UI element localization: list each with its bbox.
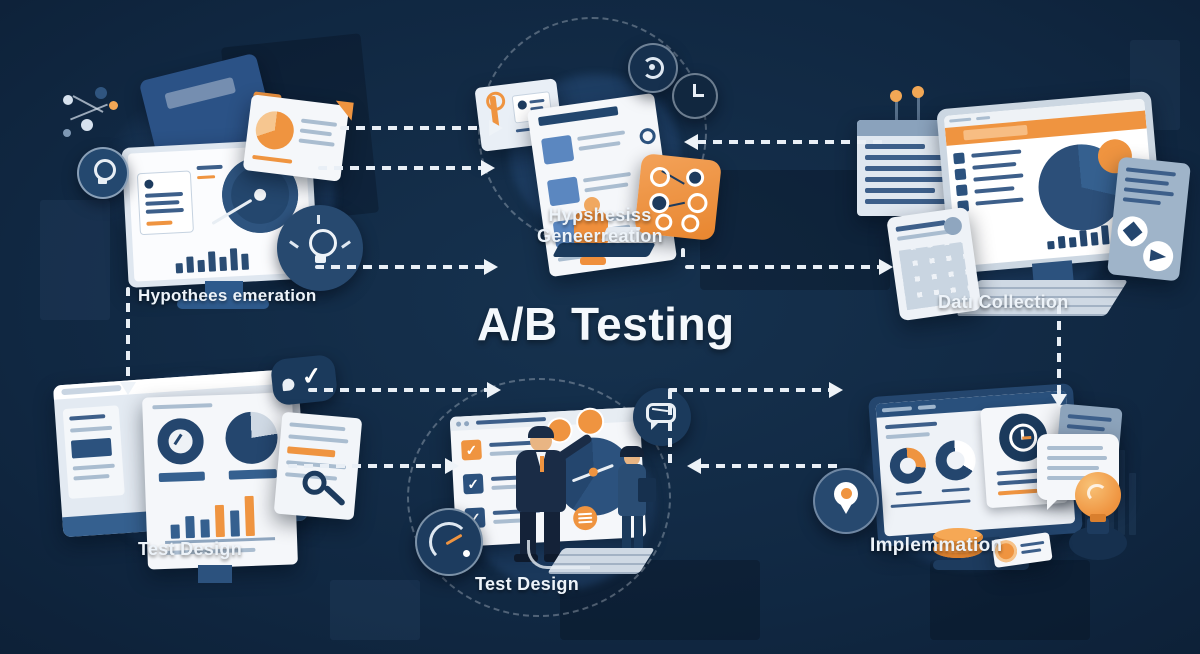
flow-arrow-bl-to-bc-2 <box>288 458 459 474</box>
pin-icon <box>813 468 879 534</box>
sidebar-card <box>136 170 194 236</box>
stage-label-implementation: Implemmation <box>870 535 1003 556</box>
ghost-block <box>330 580 420 640</box>
stage-label-hypothesis-left: Hypothees emeration <box>138 286 317 305</box>
pie-chart-icon <box>253 109 296 152</box>
monitor-base <box>933 560 1029 570</box>
panel-stand <box>198 565 232 583</box>
window-sidebar <box>62 405 125 499</box>
colleague-woman <box>610 446 656 570</box>
stage-data-collection: Datı Collection <box>855 72 1191 327</box>
checkbox-circle <box>1116 214 1150 248</box>
check-item-2: ✓ <box>462 473 484 495</box>
target-pointer <box>211 198 253 226</box>
flow-arrow-tr-to-tc <box>684 134 885 150</box>
stage-test-design-left: ✓ Test Design <box>50 353 363 583</box>
donut-chart-left <box>156 417 205 466</box>
monitor-base <box>177 299 269 309</box>
flow-arrow-tl-to-tc-2 <box>318 160 495 176</box>
flow-tick <box>681 248 685 262</box>
label-line-1: Hypshesiss <box>548 205 652 225</box>
cable <box>527 540 590 569</box>
check-badge: ✓ <box>269 353 339 407</box>
flow-arrow-tc-to-tr <box>685 259 893 275</box>
paper-plane-icon <box>1141 239 1175 273</box>
stage-implementation: Implemmation <box>813 378 1127 583</box>
molecule-icon <box>61 85 121 145</box>
check-item-1: ✓ <box>460 439 482 461</box>
magnifier-handle <box>322 484 347 507</box>
flow-arrow-tl-down <box>120 287 136 395</box>
pin-stem <box>917 94 920 120</box>
card-fold <box>333 100 354 121</box>
person-at-desk <box>550 195 660 265</box>
mini-bar-chart <box>175 244 249 274</box>
stage-label-data-collection: Datı Collection <box>938 292 1069 312</box>
stage-label-hypothesis-center: Hypshesiss Geneerreation <box>470 205 730 247</box>
target-center <box>253 188 267 202</box>
logo-dot <box>144 179 154 189</box>
doc-header <box>537 106 619 127</box>
lightbulb-icon <box>1063 472 1133 568</box>
flow-arrow-br-to-bc <box>687 458 842 474</box>
lightbulb-icon <box>77 147 129 199</box>
pin-dot <box>890 90 902 102</box>
clock-icon <box>672 73 718 119</box>
pin-dot <box>912 86 924 98</box>
pin-stem <box>895 98 898 122</box>
gauge-icon <box>415 508 483 576</box>
idea-icon <box>277 205 363 291</box>
magnifier-icon <box>301 469 328 496</box>
stage-hypothesis-generation-center: Hypshesiss Geneerreation <box>470 17 730 278</box>
notebook <box>638 478 656 502</box>
chat-icon <box>633 388 691 446</box>
send-card <box>1107 156 1191 282</box>
folder-tab <box>164 76 237 110</box>
speech-tail <box>1047 498 1059 510</box>
coins-icon <box>933 524 1003 568</box>
stage-label-test-design-left: Test Design <box>138 539 242 559</box>
monitor-stand <box>205 281 243 301</box>
gauge-donut-1 <box>888 446 928 485</box>
stage-hypothesis-generation-left: Hypothees emeration <box>55 52 363 310</box>
page-title: A/B Testing <box>477 298 735 350</box>
flow-arrow-tr-down <box>1051 305 1067 407</box>
flow-arrow-tl-to-tc-1 <box>340 120 503 136</box>
flow-arrow-bc-to-br <box>668 382 843 398</box>
label-line-2: Geneerreation <box>537 226 663 246</box>
pie-chart-right <box>224 410 279 465</box>
bar-chart <box>169 490 255 539</box>
flow-arrow-tl-to-tc-3 <box>315 259 498 275</box>
presenter-man <box>500 426 593 570</box>
flow-connector-vertical <box>668 390 672 468</box>
stage-test-design-center: ✓ ✓ ✓ <box>407 378 710 617</box>
flow-arrow-bl-to-bc-1 <box>308 382 501 398</box>
spiral-icon <box>628 43 678 93</box>
stage-label-test-design-center: Test Design <box>475 574 579 594</box>
gauge-donut-2 <box>934 439 977 482</box>
